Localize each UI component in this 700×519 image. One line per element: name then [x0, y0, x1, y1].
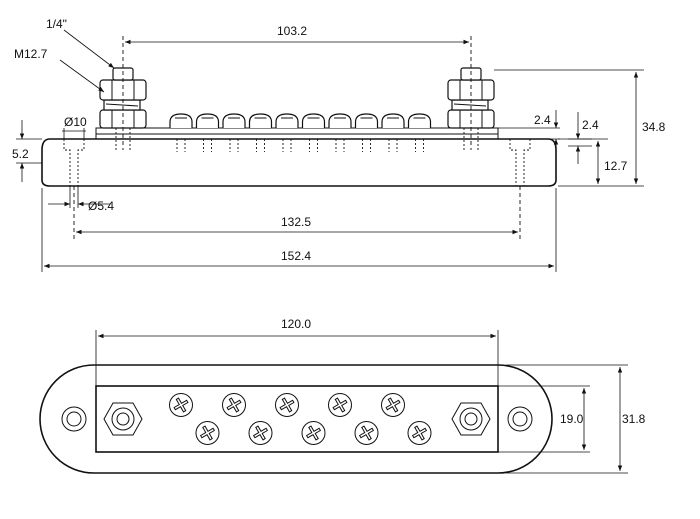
screw-head-side — [301, 113, 326, 152]
phillips-screw-icon — [169, 393, 193, 417]
strip-thickness-a-label: 2.4 — [534, 113, 551, 127]
side-screw-row — [169, 113, 432, 152]
nut-size-label: M12.7 — [14, 47, 48, 61]
phillips-screw-icon — [328, 393, 352, 417]
right-hex-nut — [451, 402, 491, 436]
stud-spacing-label: 103.2 — [277, 24, 307, 38]
base-body — [41, 138, 557, 187]
screw-head-side — [354, 113, 379, 152]
phillips-screw-icon — [381, 393, 405, 417]
right-stud-assembly — [447, 67, 495, 150]
overall-width-label: 31.8 — [622, 412, 646, 426]
phillips-screw-icon — [275, 393, 299, 417]
overall-length-label: 152.4 — [281, 249, 311, 263]
screw-head-side — [222, 113, 246, 152]
left-hex-nut — [103, 402, 143, 436]
screw-head-side — [195, 113, 220, 152]
top-conductive-strip — [95, 385, 499, 453]
screw-head-side — [328, 113, 352, 152]
side-view: 103.2 1/4" M12.7 Ø10 5.2 Ø5.4 132.5 152.… — [12, 17, 666, 272]
hole-spacing-label: 132.5 — [281, 215, 311, 229]
top-view: 120.0 19.0 31.8 — [39, 317, 646, 474]
base-step-label: 5.2 — [12, 147, 29, 161]
left-mount-hole-hidden — [63, 139, 85, 186]
screw-head-side — [381, 113, 405, 152]
screw-head-side — [275, 113, 299, 152]
stud-thread-label: 1/4" — [46, 17, 67, 31]
screw-head-side — [248, 113, 273, 152]
base-outline — [39, 364, 553, 474]
phillips-screw-icon — [222, 393, 246, 417]
screw-head-side — [169, 113, 193, 152]
right-mount-hole-hidden — [509, 139, 531, 186]
hole-dia-label: Ø5.4 — [88, 199, 114, 213]
base-height-label: 12.7 — [604, 159, 628, 173]
overall-height-label: 34.8 — [642, 120, 666, 134]
screw-head-side — [407, 113, 432, 152]
strip-width-label: 19.0 — [560, 412, 584, 426]
phillips-screw-icon — [301, 421, 326, 445]
phillips-screw-icon — [407, 421, 432, 445]
phillips-screw-icon — [248, 421, 273, 445]
right-mount-hole — [507, 406, 533, 432]
strip-thickness-b-label: 2.4 — [582, 118, 599, 132]
washer-dia-label: Ø10 — [64, 115, 87, 129]
strip-length-label: 120.0 — [281, 317, 311, 331]
phillips-screw-icon — [354, 421, 379, 445]
left-mount-hole — [61, 406, 87, 432]
phillips-screw-icon — [195, 421, 220, 445]
top-screw-grid — [169, 393, 432, 445]
